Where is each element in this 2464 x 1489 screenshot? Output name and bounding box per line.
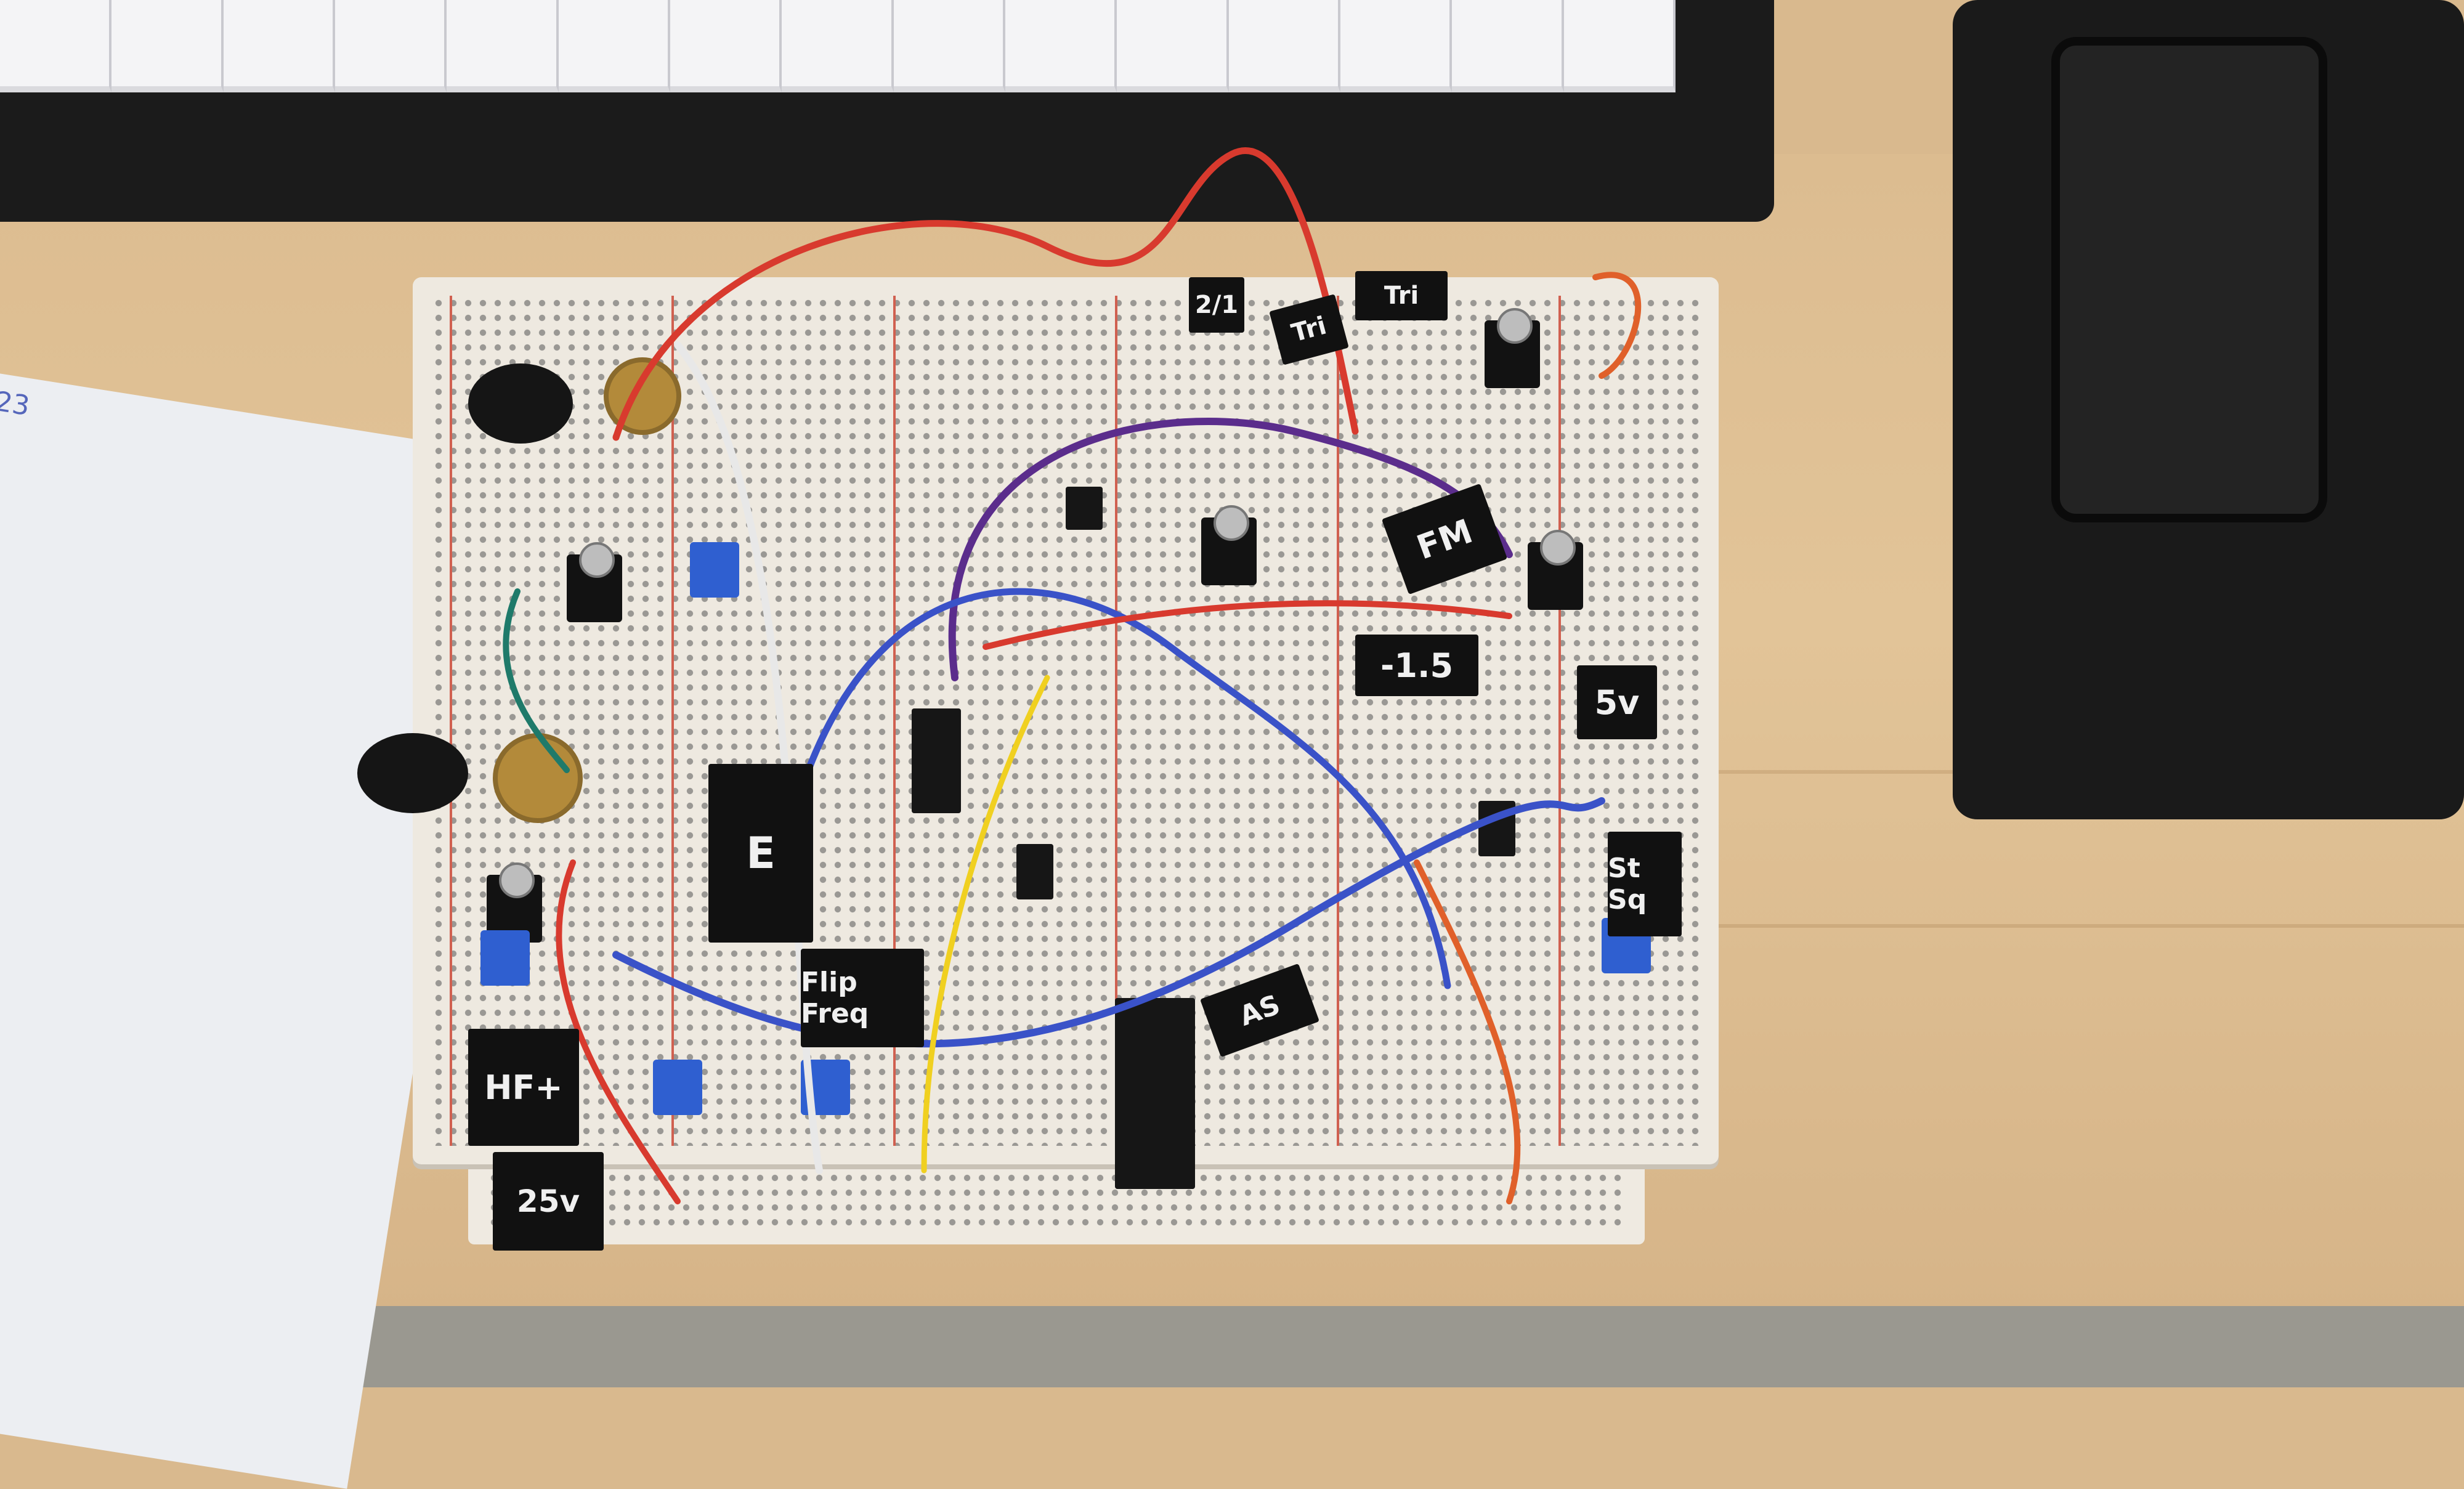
piano-key	[1340, 0, 1453, 92]
orange-wire	[1592, 272, 1642, 379]
piano-key	[893, 0, 1005, 92]
piano-key	[1563, 0, 1676, 92]
piano-key	[111, 0, 224, 92]
power-rail	[450, 296, 452, 1146]
ic-chip-large	[1115, 998, 1195, 1189]
potentiometer-knob[interactable]	[357, 733, 468, 813]
tape-label: Flip Freq	[801, 949, 924, 1047]
piano-key	[334, 0, 447, 92]
power-rail	[1337, 296, 1339, 1146]
ic-chip	[1066, 487, 1103, 530]
tape-label: 5v	[1577, 665, 1657, 739]
orange-wire	[1414, 859, 1521, 1204]
audio-jack	[1201, 505, 1257, 585]
piano-keyboard	[0, 0, 1774, 222]
amplifier-handle	[2051, 37, 2327, 522]
piano-key	[1228, 0, 1340, 92]
blue-wire	[785, 588, 1451, 989]
yellow-wire	[921, 675, 1050, 1174]
white-wire	[674, 341, 823, 1174]
tape-label: 2/1	[1189, 277, 1244, 333]
power-rail	[671, 296, 674, 1146]
potentiometer	[604, 357, 681, 435]
power-rail	[1115, 296, 1117, 1146]
tape-label: Tri	[1355, 271, 1448, 320]
piano-key	[670, 0, 782, 92]
power-rail	[893, 296, 896, 1146]
blue-wire	[612, 797, 1605, 1048]
piano-key	[782, 0, 894, 92]
piano-keys	[0, 0, 1676, 92]
tape-label: 25v	[493, 1152, 604, 1251]
piano-key	[223, 0, 335, 92]
piano-key	[447, 0, 559, 92]
potentiometer-knob[interactable]	[468, 363, 573, 444]
wiring	[503, 147, 1642, 1204]
red-wire	[612, 147, 1359, 441]
potentiometer	[493, 733, 583, 823]
tape-label: St Sq	[1608, 832, 1682, 936]
piano-key	[1117, 0, 1229, 92]
teal-wire	[503, 588, 570, 773]
breadboard-holes	[431, 296, 1700, 1146]
audio-jack	[1528, 530, 1583, 610]
piano-key	[558, 0, 670, 92]
trimmer-potentiometer	[690, 542, 739, 598]
audio-jack	[1485, 308, 1540, 388]
tape-label: E	[708, 764, 813, 943]
tape-label: HF+	[468, 1029, 579, 1146]
lower-breadboard	[468, 1152, 1645, 1244]
trimmer-potentiometer	[480, 930, 530, 986]
piano-key	[1452, 0, 1564, 92]
audio-jack	[567, 542, 622, 622]
red-wire	[983, 600, 1512, 650]
floor	[0, 1306, 2464, 1387]
piano-key	[1005, 0, 1117, 92]
power-rail	[1558, 296, 1561, 1146]
ic-chip	[1016, 844, 1053, 899]
trimmer-potentiometer	[653, 1060, 702, 1115]
tape-label: -1.5	[1355, 635, 1478, 696]
ic-chip	[912, 708, 961, 813]
red-wire	[556, 859, 681, 1204]
piano-key	[0, 0, 112, 92]
